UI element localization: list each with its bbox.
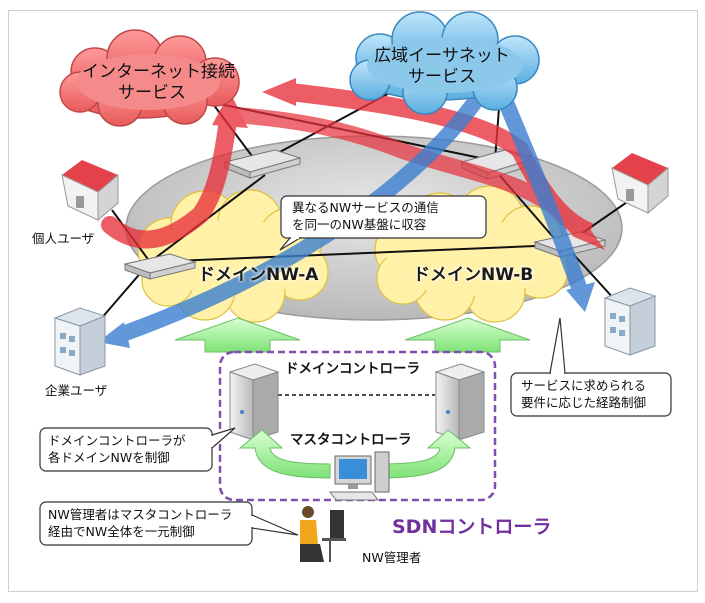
callout-admin-ctrl-text: NW管理者はマスタコントローラ経由でNW全体を一元制御: [48, 507, 233, 539]
domain-a-label: ドメインNW-A: [198, 265, 319, 285]
desktop-pc-icon: [329, 451, 390, 501]
nw-admin-label: NW管理者: [362, 550, 422, 565]
domain-cloud-b-fill: [387, 220, 557, 296]
enterprise-user-label: 企業ユーザ: [45, 383, 108, 398]
office-building-icon: [603, 287, 657, 356]
domain-b-label: ドメインNW-B: [413, 265, 534, 285]
callout-admin-ctrl-bubble: [39, 501, 299, 546]
callout-consolidate-text: 異なるNWサービスの通信を同一のNW基盤に収容: [292, 200, 439, 232]
control-arrow-up-left: [174, 317, 301, 353]
admin-person-icon: [300, 506, 346, 562]
callout-routing-text: サービスに求められる要件に応じた経路制御: [521, 378, 647, 410]
house-icon: [611, 153, 669, 215]
sdn-controller-label: SDNコントローラ: [392, 516, 552, 538]
master-to-domain-arrow-right: [379, 429, 472, 479]
ethernet-cloud-fill: [367, 37, 523, 93]
internet-service-label: インターネット接続サービス: [82, 62, 235, 103]
internet-cloud-fill: [76, 54, 220, 110]
callout-routing-bubble: [510, 317, 672, 417]
individual-user-label: 個人ユーザ: [32, 231, 95, 246]
house-icon: [61, 160, 119, 222]
control-arrow-up-right: [404, 317, 531, 353]
callout-consolidate-bubble: [279, 195, 487, 251]
server-icon: [228, 363, 280, 441]
office-building-icon: [53, 307, 107, 376]
callout-domain-ctrl-bubble: [39, 427, 236, 472]
server-icon: [434, 363, 486, 441]
domain-controller-label: ドメインコントローラ: [285, 361, 420, 377]
ethernet-service-label: 広域イーサネットサービス: [374, 46, 510, 87]
master-to-domain-arrow-left: [238, 429, 331, 479]
switch-icon: [123, 253, 197, 280]
switch-icon: [223, 149, 302, 179]
callout-domain-ctrl-text: ドメインコントローラが各ドメインNWを制御: [48, 433, 186, 465]
master-controller-label: マスタコントローラ: [290, 432, 412, 448]
